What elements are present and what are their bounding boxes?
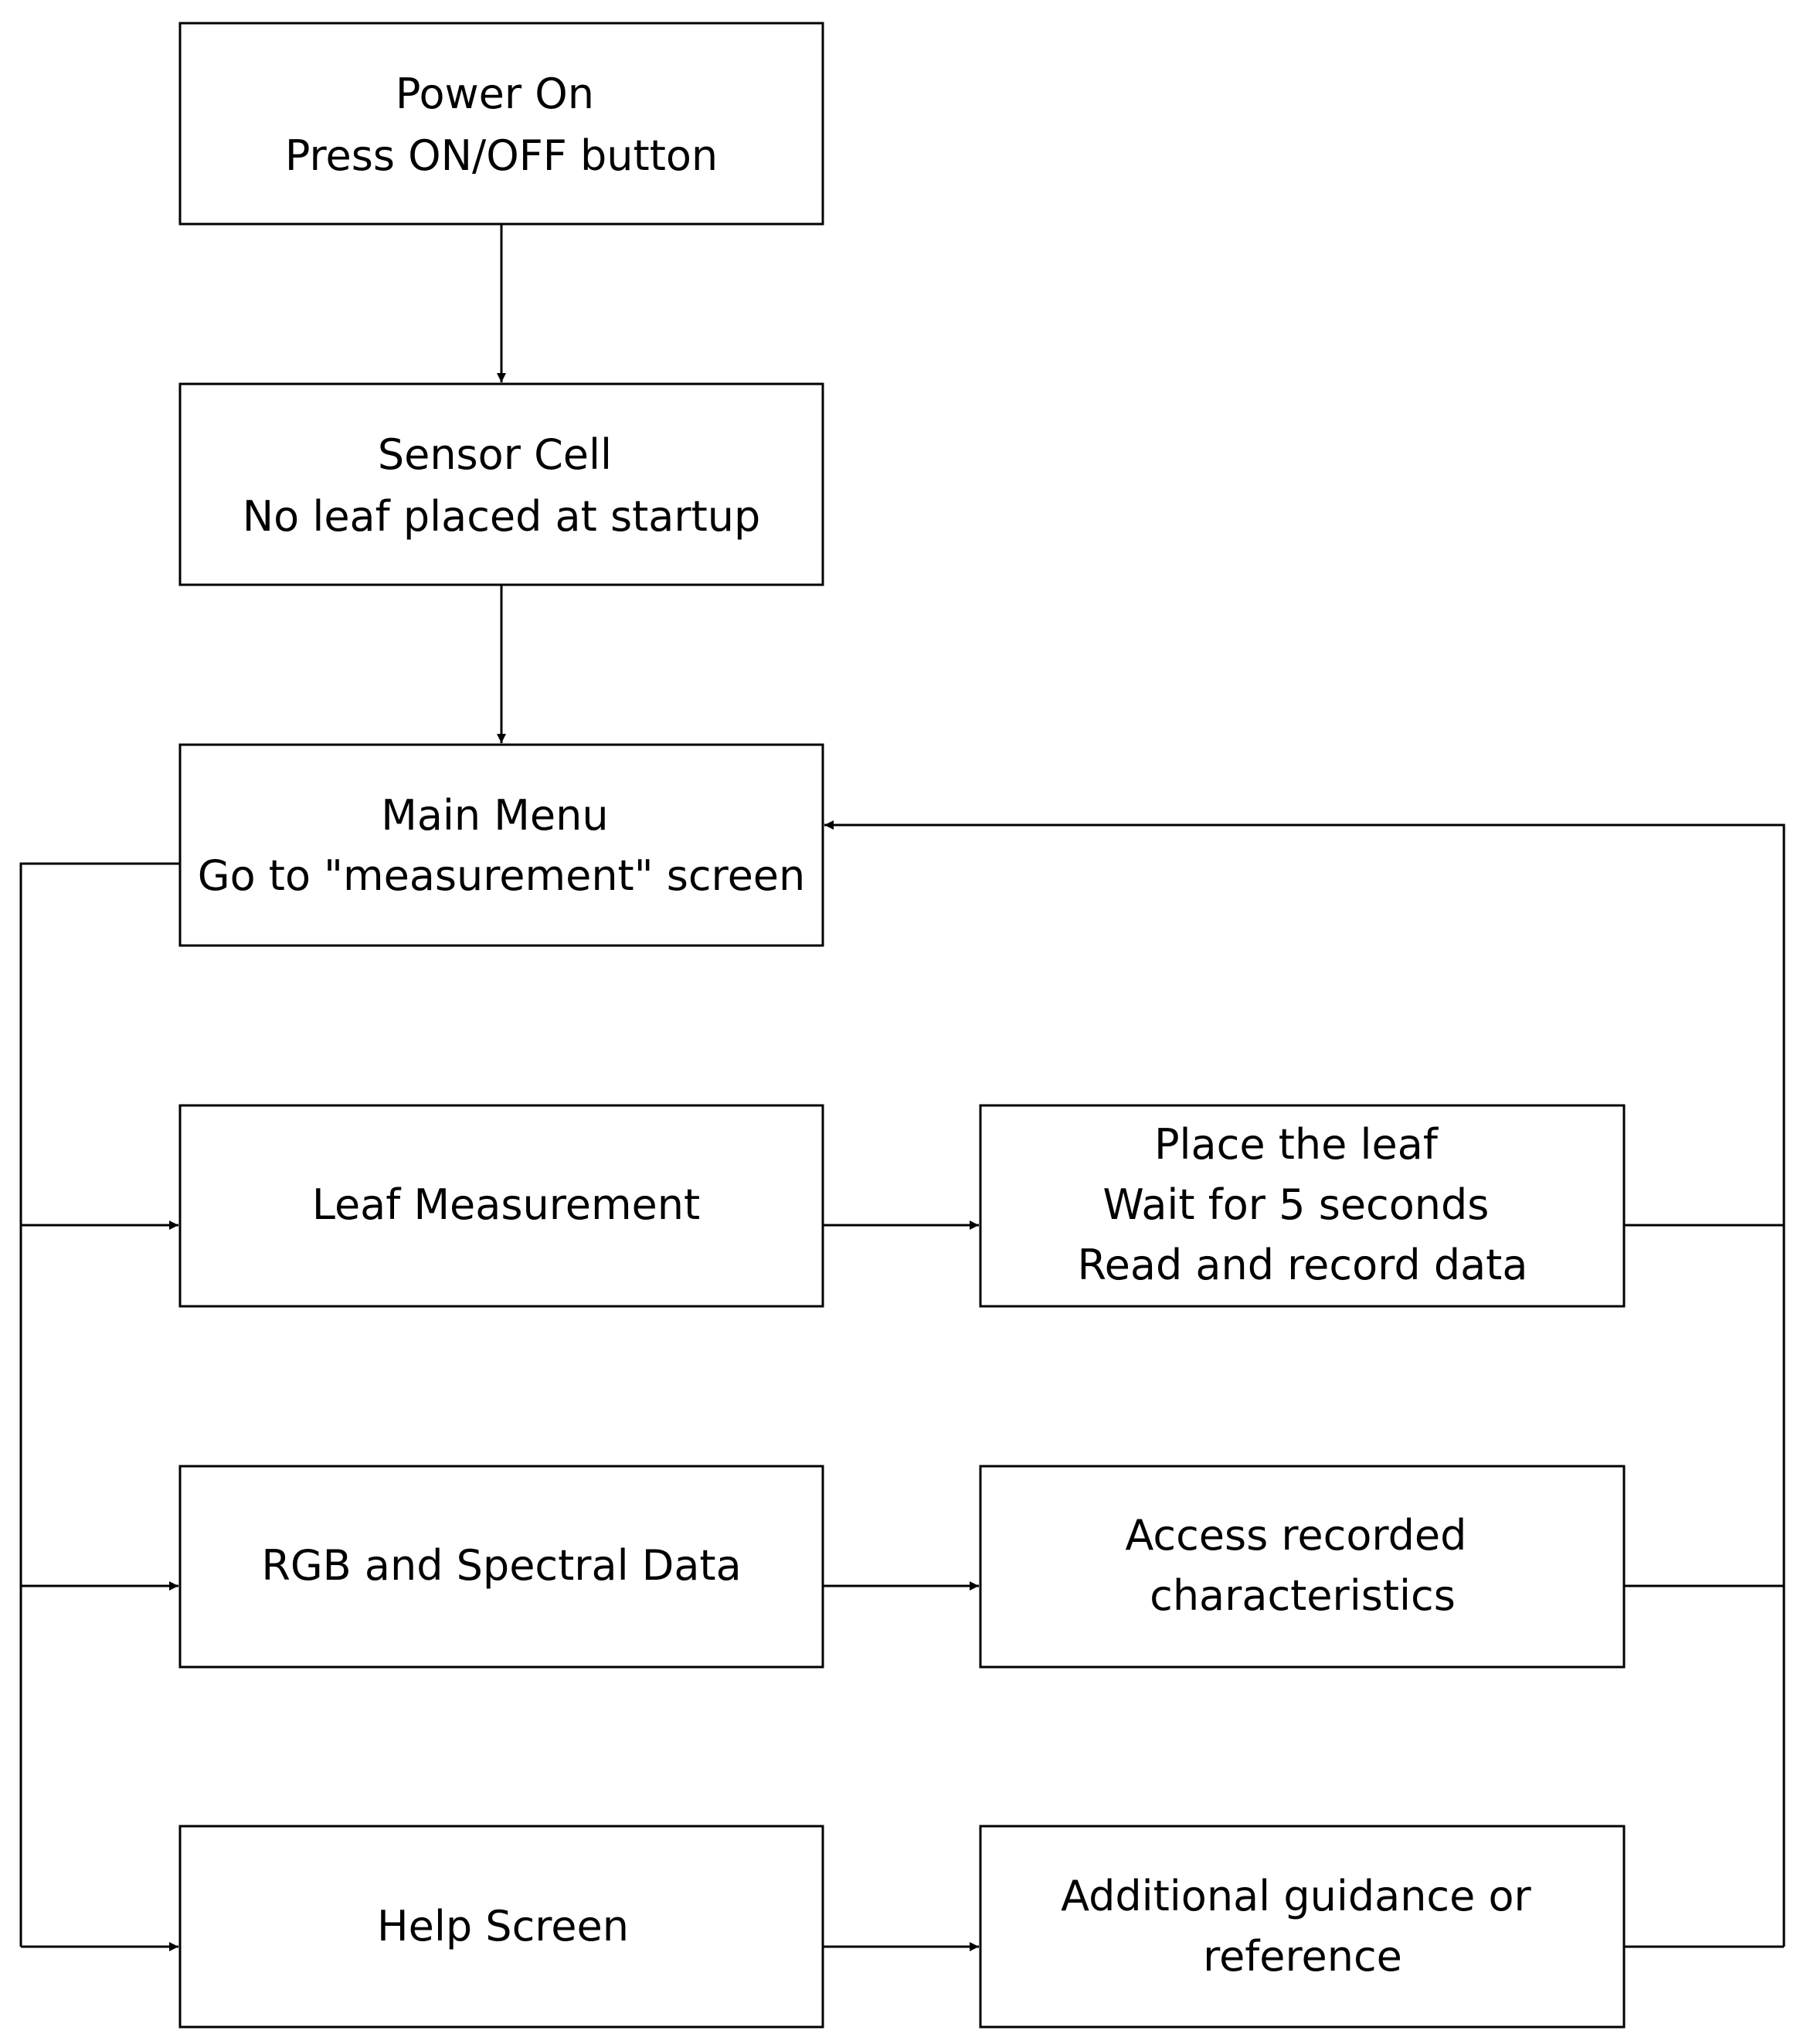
edge-main-menu-left-bus [19, 862, 180, 1947]
node-help-screen: Help Screen [178, 1825, 824, 2029]
node-help-screen-line-1: Help Screen [377, 1902, 629, 1951]
node-access-recorded: Access recorded characteristics [979, 1465, 1626, 1669]
edge-right-bus-to-main-menu [824, 820, 1785, 1947]
nodes: Power On Press ON/OFF button Sensor Cell… [178, 22, 1626, 2029]
svg-text:Sensor Cell No leaf pl: Sensor Cell No leaf placed at startup [243, 430, 761, 541]
svg-text:Access recorded charac: Access recorded characteristics [1125, 1511, 1480, 1620]
node-additional-guidance-line-1: Additional guidance or [1061, 1872, 1531, 1920]
node-place-leaf-line-2: Wait for 5 seconds [1102, 1180, 1489, 1229]
node-sensor-cell-line-2: No leaf placed at startup [243, 492, 761, 541]
node-leaf-measurement-line-1: Leaf Measurement [312, 1180, 700, 1229]
node-sensor-cell-line-1: Sensor Cell [378, 430, 612, 479]
node-main-menu-line-1: Main Menu [381, 791, 608, 840]
node-main-menu: Main Menu Go to "measurement" screen [178, 743, 824, 947]
node-place-leaf: Place the leaf Wait for 5 seconds Read a… [979, 1104, 1626, 1308]
node-leaf-measurement: Leaf Measurement [178, 1104, 824, 1308]
node-place-leaf-line-1: Place the leaf [1154, 1120, 1439, 1169]
svg-text:Power On Press ON/OFF: Power On Press ON/OFF button [285, 70, 718, 180]
edges [19, 224, 1785, 1951]
svg-text:Additional guidance or: Additional guidance or reference [1061, 1872, 1544, 1981]
svg-text:Help Screen: Help Screen [377, 1902, 629, 1951]
node-power-on-line-1: Power On [396, 70, 594, 118]
svg-text:RGB and Spectral Data: RGB and Spectral Data [261, 1541, 741, 1590]
node-power-on: Power On Press ON/OFF button [178, 22, 824, 226]
node-additional-guidance: Additional guidance or reference [979, 1825, 1626, 2029]
node-additional-guidance-line-2: reference [1203, 1932, 1402, 1981]
node-rgb-spectral-line-1: RGB and Spectral Data [261, 1541, 741, 1590]
svg-text:Leaf Measurement: Leaf Measurement [312, 1180, 700, 1229]
node-access-recorded-line-2: characteristics [1150, 1571, 1456, 1620]
svg-text:Place the leaf Wait fo: Place the leaf Wait for 5 seconds Read a… [1078, 1120, 1528, 1289]
node-sensor-cell: Sensor Cell No leaf placed at startup [178, 382, 824, 586]
svg-text:Main Menu Go to "measu: Main Menu Go to "measurement" screen [198, 791, 806, 900]
node-main-menu-line-2: Go to "measurement" screen [198, 851, 806, 900]
node-rgb-spectral: RGB and Spectral Data [178, 1465, 824, 1669]
node-power-on-line-2: Press ON/OFF button [285, 131, 718, 180]
node-place-leaf-line-3: Read and record data [1078, 1241, 1528, 1289]
node-access-recorded-line-1: Access recorded [1125, 1511, 1466, 1560]
